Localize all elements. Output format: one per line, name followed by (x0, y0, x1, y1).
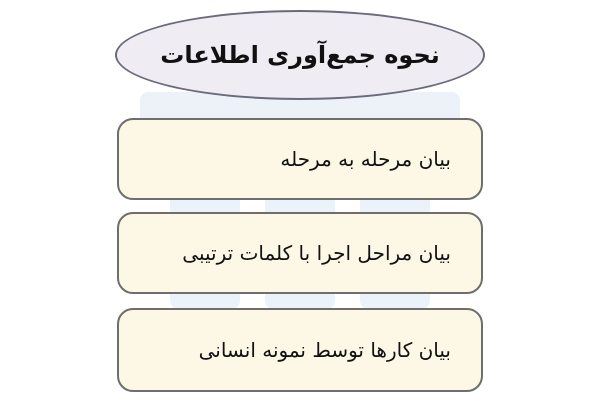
method-label-3: بیان کارها توسط نمونه انسانی (198, 338, 451, 362)
method-box-1: بیان مرحله به مرحله (117, 118, 483, 200)
method-box-2: بیان مراحل اجرا با کلمات ترتیبی (117, 212, 483, 294)
method-box-3: بیان کارها توسط نمونه انسانی (117, 308, 483, 392)
method-label-1: بیان مرحله به مرحله (280, 147, 451, 171)
method-label-2: بیان مراحل اجرا با کلمات ترتیبی (182, 241, 451, 265)
title-ellipse: نحوه جمع‌آوری اطلاعات (115, 10, 485, 100)
diagram-title: نحوه جمع‌آوری اطلاعات (160, 41, 440, 69)
